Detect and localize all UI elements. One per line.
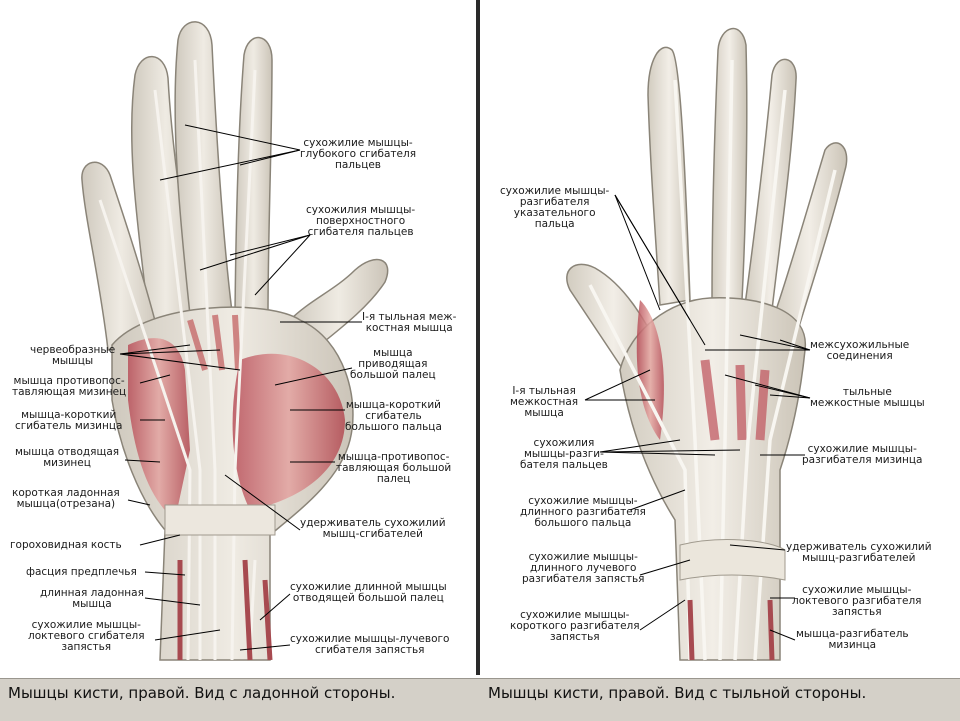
extensor-retinaculum-shape [679,539,786,581]
hypothenar-muscles [128,338,190,520]
palmar-hand-illustration [81,21,389,661]
label-forearm-fascia: фасция предплечья [26,566,137,578]
dorsal-fingers [566,27,848,382]
label-opponens-pollicis: мышца-противопос- тавляющая большой пале… [336,451,452,485]
palmar-tendons [98,59,257,661]
label-extensor-indicis-tendon: сухожилие мышцы- разгибателя указательно… [500,185,610,230]
label-extensor-retinaculum: удерживатель сухожилий мышц-разгибателей [786,541,932,564]
label-extensor-carpi-radialis-brevis-tendon: сухожилие мышцы- короткого разгибателя з… [510,609,640,643]
label-abductor-digiti-minimi: мышца отводящая мизинец [15,446,120,469]
label-deep-flexor-tendon: сухожилие мышцы- глубокого сгибателя пал… [300,137,417,171]
label-flexor-carpi-ulnaris-tendon: сухожилие мышцы- локтевого сгибателя зап… [28,619,145,653]
palmar-view-panel: сухожилие мышцы- глубокого сгибателя пал… [0,0,480,720]
label-first-dorsal-interosseous-palmar: I-я тыльная меж- костная мышца [362,311,457,334]
label-palmaris-brevis: короткая ладонная мышца(отрезана) [12,487,120,510]
palmar-fingers [81,21,389,351]
dorsal-tendons [588,59,837,661]
label-extensor-digiti-minimi-tendon: сухожилие мышцы- разгибателя мизинца [802,443,923,466]
label-flexor-pollicis-brevis: мышца-короткий сгибатель большого пальца [345,399,442,433]
label-flexor-retinaculum: удерживатель сухожилий мышц-сгибателей [300,517,446,540]
flexor-retinaculum-shape [164,504,276,536]
first-dorsal-interosseous-shape [636,300,664,440]
label-extensor-carpi-radialis-longus-tendon: сухожилие мышцы- длинного лучевого разги… [522,551,645,585]
label-opponens-digiti-minimi: мышца противопос- тавляющая мизинец [12,375,127,398]
label-juncturae-tendinum: межсухожильные соединения [810,339,910,362]
label-flexor-carpi-radialis-tendon: сухожилие мышцы-лучевого сгибателя запяс… [290,633,450,656]
caption-palmar-view: Мышцы кисти, правой. Вид с ладонной стор… [8,684,396,702]
dorsal-view-panel: сухожилие мышцы- разгибателя указательно… [480,0,960,720]
caption-bar [0,678,960,721]
label-lumbricals: червеобразные мышцы [30,344,116,367]
label-extensor-digitorum-tendons: сухожилия мышцы-разги- бателя пальцев [520,437,608,471]
label-adductor-pollicis: мышца приводящая большой палец [350,347,436,381]
label-palmaris-longus: длинная ладонная мышца [40,587,144,610]
label-extensor-carpi-ulnaris-tendon: сухожилие мышцы- локтевого разгибателя з… [792,584,922,618]
label-extensor-digiti-minimi-muscle: мышца-разгибатель мизинца [796,628,909,651]
label-dorsal-interossei: тыльные межкостные мышцы [810,386,925,409]
label-superficial-flexor-tendons: сухожилия мышцы- поверхностного сгибател… [306,204,416,238]
label-abductor-pollicis-longus-tendon: сухожилие длинной мышцы отводящей большо… [290,581,447,604]
dorsal-hand-illustration [566,27,848,661]
dorsal-leader-lines [584,194,811,641]
caption-dorsal-view: Мышцы кисти, правой. Вид с тыльной сторо… [488,684,867,702]
label-pisiform-bone: гороховидная кость [10,539,122,551]
panel-divider [476,0,480,675]
label-first-dorsal-interosseous: I-я тыльная межкостная мышца [510,385,579,419]
dorsal-interossei-shapes [700,359,770,441]
thenar-muscles [232,353,345,510]
palmar-leader-lines [119,124,362,651]
label-extensor-pollicis-longus-tendon: сухожилие мышцы- длинного разгибателя бо… [520,495,646,529]
label-flexor-digiti-minimi: мышца-короткий сгибатель мизинца [15,409,123,432]
